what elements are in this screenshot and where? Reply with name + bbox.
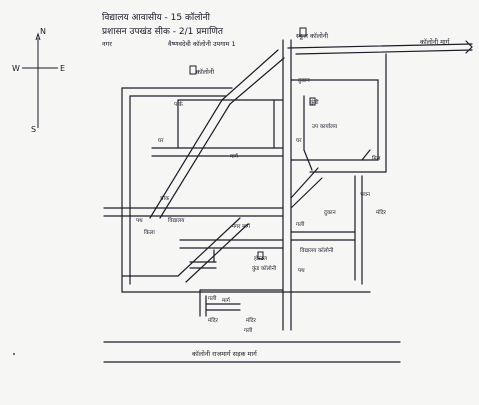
label-lower-a: पथ: [298, 268, 305, 274]
header-line3-left: नगर: [102, 40, 112, 48]
landmarks: [189, 27, 316, 260]
label-arrow-right: कॉलोनी मार्ग: [420, 38, 450, 46]
label-colony-a: कॉलोनी: [196, 68, 214, 76]
label-left-road: पथ: [136, 218, 143, 224]
building-marker-colony: [189, 65, 197, 75]
roads: [103, 39, 473, 363]
label-mill: मिल: [372, 155, 381, 162]
compass-w: W: [12, 64, 20, 73]
label-ghar: घर: [158, 138, 164, 144]
compass-arrow: [35, 32, 41, 41]
building-marker-shop: [309, 97, 316, 106]
header-line1: विद्यालय आवासीय - 15 कॉलोनी: [102, 11, 211, 23]
label-lower-b: गली: [208, 295, 217, 302]
label-school2: विद्यालय: [168, 217, 185, 224]
label-bottom-road: कॉलोनी राजमार्ग सड़क मार्ग: [192, 350, 258, 358]
label-side: कुंडी: [310, 99, 319, 106]
label-lower-f: गली: [244, 327, 253, 334]
building-marker-top: [299, 27, 307, 37]
label-vidyalay-colony: विद्यालय कॉलोनी: [300, 247, 334, 254]
label-gali: गली: [296, 221, 305, 228]
label-lower-d: मंदिर: [208, 317, 219, 324]
building-marker-hostel: [257, 251, 264, 260]
label-top-school: स्कूल कॉलोनी: [296, 32, 328, 40]
label-shop-block: दुकान: [324, 210, 337, 216]
label-lower-e: मंदिर: [246, 317, 257, 324]
label-near-mandir: मंदिर: [376, 209, 387, 216]
label-shop: दुकान: [298, 78, 311, 84]
label-colony-b: चौक: [160, 195, 170, 202]
header-line3-right: वैष्णवदेवी कॉलोनी उपगाम 1: [168, 40, 236, 48]
label-hostel: हॉस्टल: [254, 255, 267, 262]
compass-s: S: [31, 125, 36, 134]
label-street-mid: मार्ग: [230, 153, 239, 160]
label-nagar-road: नगर मार्ग: [232, 223, 251, 230]
label-block-colony: कुंड कॉलोनी: [252, 265, 277, 272]
label-lower-c: मार्ग: [222, 297, 231, 304]
compass-rose: N S E W: [12, 27, 65, 134]
stray-dot: [13, 353, 15, 355]
label-office: उप कार्यालय: [312, 123, 338, 130]
label-park: पार्क: [174, 101, 184, 108]
label-bhawan: भवन: [360, 192, 371, 198]
compass-n: N: [40, 27, 46, 36]
label-kila: किला: [144, 229, 155, 236]
header-line2: प्रशासन उपखंड सीक - 2/1 प्रमाणित: [102, 25, 224, 37]
compass-e: E: [60, 64, 65, 73]
label-ghar2: घर: [296, 138, 302, 144]
